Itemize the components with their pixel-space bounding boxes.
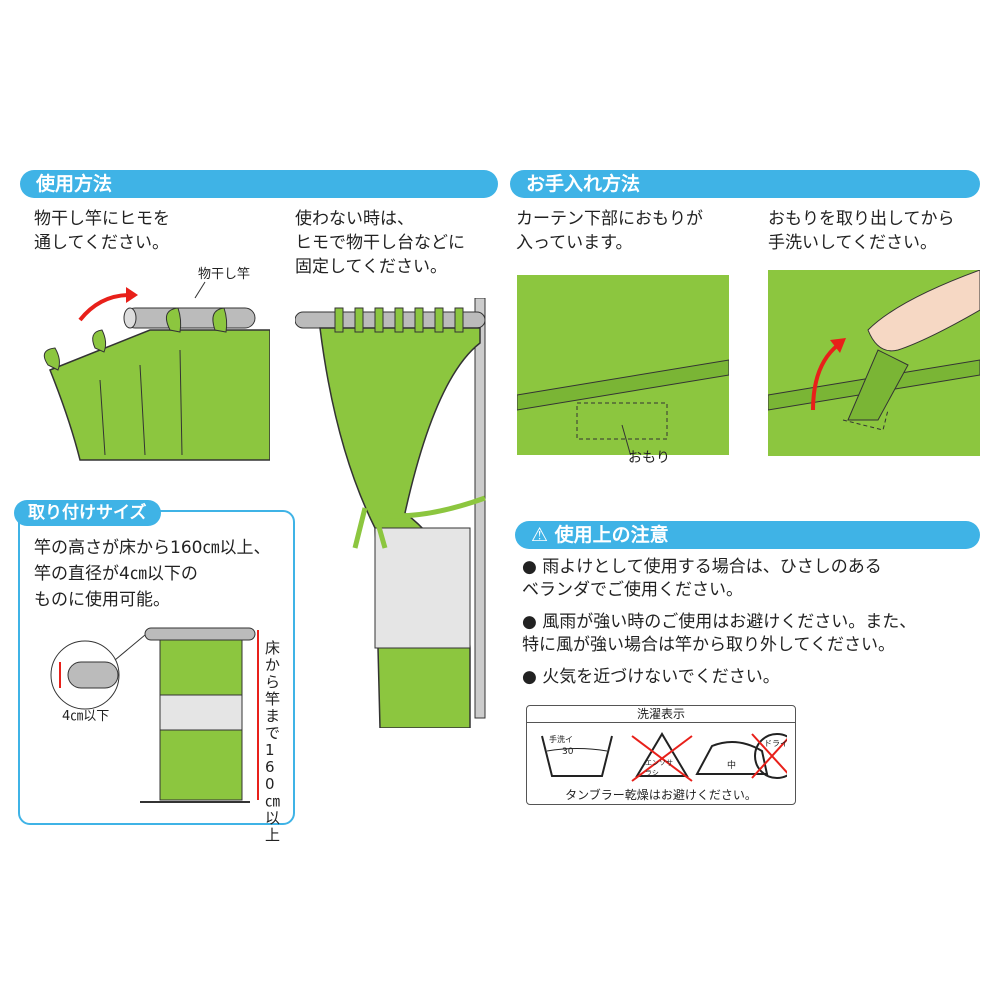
wash-temp: 30	[562, 747, 574, 757]
diameter-label: 4㎝以下	[62, 709, 110, 724]
laundry-title: 洗濯表示	[527, 706, 795, 723]
caution-text: 雨よけとして使用する場合は、ひさしのある ベランダでご使用ください。	[522, 557, 882, 600]
caution-title: 使用上の注意	[554, 524, 669, 546]
care-step2-text: おもりを取り出してから 手洗いしてください。	[768, 209, 955, 253]
laundry-symbols	[541, 732, 787, 782]
caution-text: 風雨が強い時のご使用はお避けください。また、 特に風が強い場合は竿から取り外して…	[522, 612, 917, 655]
usage-header: 使用方法	[20, 170, 498, 198]
caution-text: 火気を近づけないでください。	[542, 667, 780, 687]
weight-location-illustration	[517, 275, 729, 455]
weight-label: おもり	[628, 450, 670, 466]
bleach-symbol-text: エンソサラシ	[645, 759, 673, 777]
caution-header: ⚠ 使用上の注意	[515, 521, 980, 549]
size-illustration	[50, 627, 259, 803]
remove-weight-illustration	[768, 270, 980, 456]
tied-curtain-illustration	[295, 298, 486, 728]
laundry-label: 洗濯表示 手洗イ 30 エンソサラシ 中 ドライ タンブラー乾燥はお避けください…	[526, 705, 796, 805]
usage-step1-text: 物干し竿にヒモを 通してください。	[34, 209, 170, 253]
size-header: 取り付けサイズ	[14, 500, 161, 526]
laundry-note: タンブラー乾燥はお避けください。	[565, 788, 757, 802]
hanging-curtain-illustration	[43, 281, 270, 461]
height-label: 床から竿まで160㎝以上	[265, 639, 281, 844]
iron-symbol-text: 中	[727, 761, 737, 771]
care-header: お手入れ方法	[510, 170, 980, 198]
caution-item: ● 風雨が強い時のご使用はお避けください。また、 特に風が強い場合は竿から取り外…	[522, 612, 917, 655]
caution-item: ● 雨よけとして使用する場合は、ひさしのある ベランダでご使用ください。	[522, 557, 882, 600]
wash-symbol-text: 手洗イ	[549, 735, 573, 744]
usage-step2-text: 使わない時は、 ヒモで物干し台などに 固定してください。	[295, 209, 465, 277]
pole-label: 物干し竿	[198, 267, 251, 282]
size-text: 竿の高さが床から160㎝以上、 竿の直径が4㎝以下の ものに使用可能。	[34, 538, 271, 610]
dry-symbol-text: ドライ	[764, 739, 788, 748]
care-step1-text: カーテン下部におもりが 入っています。	[516, 209, 703, 253]
warning-icon: ⚠	[531, 524, 549, 546]
caution-item: ● 火気を近づけないでください。	[522, 667, 780, 687]
